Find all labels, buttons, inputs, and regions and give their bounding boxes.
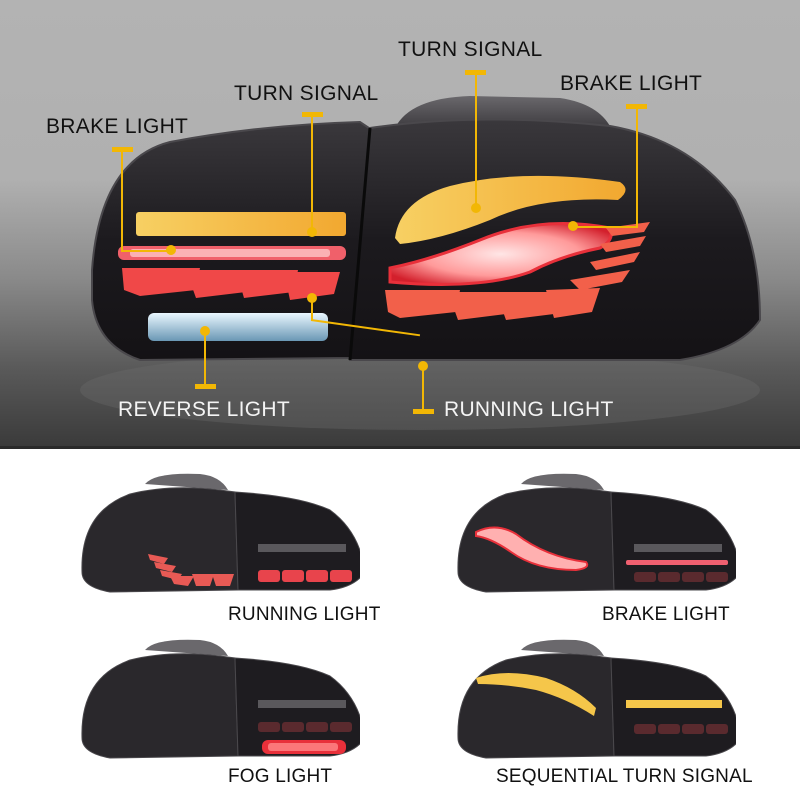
callout-label-running-light: RUNNING LIGHT: [444, 398, 614, 421]
callout-leader-line: [422, 366, 424, 411]
callout-leader-line: [204, 331, 206, 386]
callout-dot: [166, 245, 176, 255]
mode-thumb-running-light: [60, 462, 366, 607]
callout-marker: [302, 112, 323, 117]
hero-annotated-taillight: BRAKE LIGHT TURN SIGNAL TURN SIGNAL BRAK…: [0, 0, 800, 448]
callout-leader-line: [311, 115, 313, 231]
callout-leader-line: [575, 226, 638, 228]
callout-marker: [413, 409, 434, 414]
mode-label-fog-light: FOG LIGHT: [228, 766, 333, 787]
callout-marker: [195, 384, 216, 389]
taillight-turn-signal-icon: [457, 639, 742, 759]
callout-label-reverse-light: REVERSE LIGHT: [118, 398, 290, 421]
callout-label-turn-signal-right: TURN SIGNAL: [398, 38, 543, 61]
callout-leader-line: [475, 73, 477, 207]
callout-dot: [307, 227, 317, 237]
callout-marker: [112, 147, 133, 152]
mode-thumb-sequential-turn-signal: [436, 628, 742, 773]
taillight-illustration: [80, 96, 762, 430]
mode-label-running-light: RUNNING LIGHT: [228, 604, 381, 625]
callout-marker: [465, 70, 486, 75]
taillight-brake-icon: [457, 473, 742, 593]
callout-label-brake-light-left: BRAKE LIGHT: [46, 115, 189, 138]
callout-leader-line: [636, 107, 638, 227]
taillight-running-icon: [81, 473, 366, 593]
callout-leader-line: [121, 150, 123, 251]
callout-marker: [626, 104, 647, 109]
callout-leader-line: [121, 250, 171, 252]
callout-dot: [471, 203, 481, 213]
callout-leader-line: [311, 298, 313, 320]
mode-label-sequential-turn-signal: SEQUENTIAL TURN SIGNAL: [496, 766, 753, 787]
taillight-fog-icon: [81, 639, 366, 759]
callout-dot: [568, 221, 578, 231]
mode-thumb-fog-light: [60, 628, 366, 773]
callout-label-turn-signal-left: TURN SIGNAL: [234, 82, 379, 105]
section-divider: [0, 446, 800, 449]
mode-thumb-brake-light: [436, 462, 742, 607]
mode-label-brake-light: BRAKE LIGHT: [602, 604, 730, 625]
callout-label-brake-light-right: BRAKE LIGHT: [560, 72, 703, 95]
